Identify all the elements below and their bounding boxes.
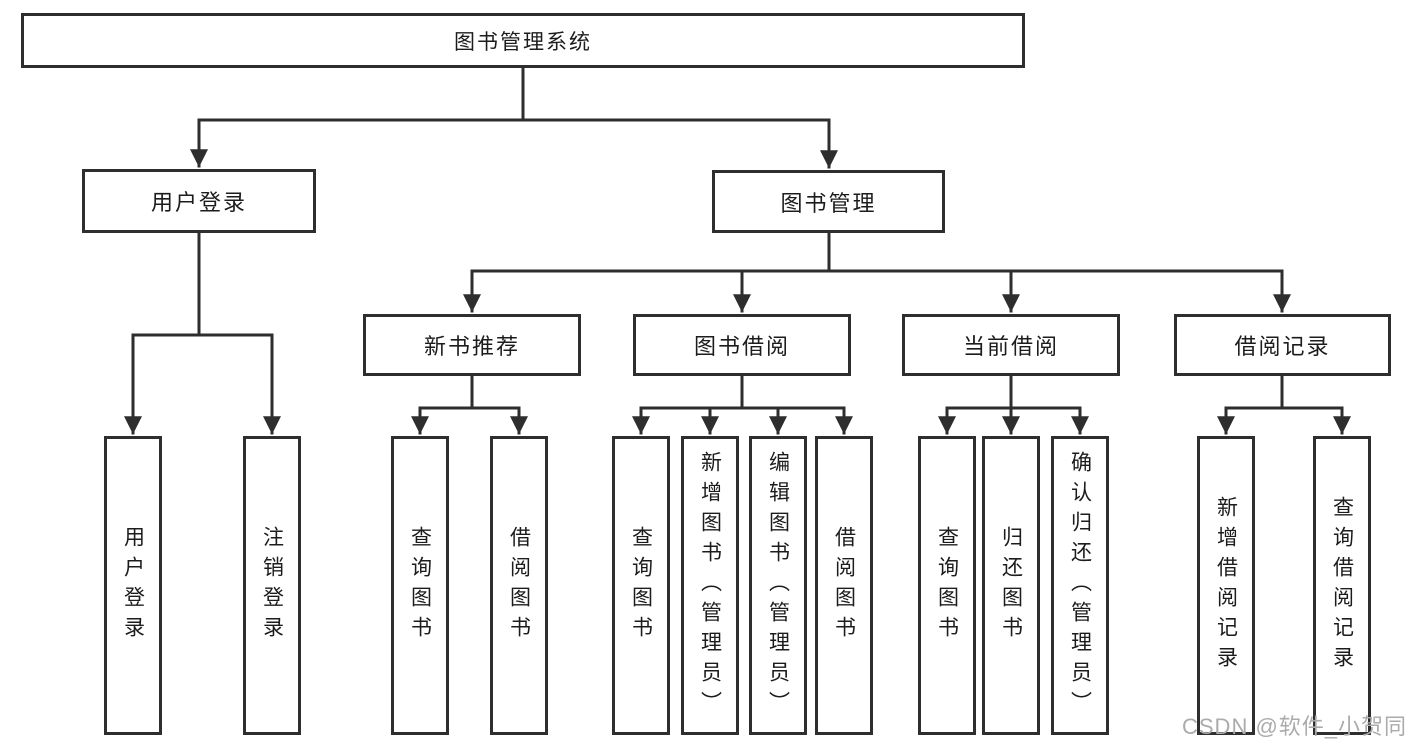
node-label: 新书推荐: [423, 334, 520, 359]
node-label: 图书借阅: [693, 334, 790, 359]
leaf-query-books-current: 查询图书: [918, 436, 976, 735]
node-label: 编辑图书（管理员）: [766, 450, 790, 721]
node-borrow-records: 借阅记录: [1174, 314, 1391, 376]
node-label: 注销登录: [260, 525, 284, 646]
leaf-logout: 注销登录: [243, 436, 301, 735]
node-label: 查询图书: [629, 525, 653, 646]
csdn-watermark: CSDN @软件_小贺同学: [1182, 714, 1405, 739]
leaf-return-books: 归还图书: [982, 436, 1040, 735]
node-label: 借阅图书: [507, 525, 531, 646]
leaf-edit-books-admin: 编辑图书（管理员）: [749, 436, 807, 735]
node-label: 借阅记录: [1234, 334, 1331, 359]
node-label: 查询图书: [935, 525, 959, 646]
node-label: 图书管理: [780, 190, 877, 216]
node-label: 确认归还（管理员）: [1068, 450, 1092, 721]
node-label: 查询借阅记录: [1330, 495, 1354, 676]
connector-root-to-level2: [190, 66, 838, 169]
leaf-borrow-books-recommend: 借阅图书: [490, 436, 548, 735]
node-label: 查询图书: [408, 525, 432, 646]
leaf-confirm-return-admin: 确认归还（管理员）: [1051, 436, 1109, 735]
node-book-borrowing: 图书借阅: [633, 314, 851, 376]
node-label: 图书管理系统: [454, 30, 592, 54]
node-label: 用户登录: [121, 525, 145, 646]
node-book-management: 图书管理: [712, 170, 945, 233]
node-label: 用户登录: [150, 190, 247, 215]
leaf-user-login: 用户登录: [104, 436, 162, 735]
node-label: 当前借阅: [962, 334, 1059, 359]
node-label: 新增借阅记录: [1214, 495, 1238, 676]
node-library-management-system: 图书管理系统: [21, 13, 1025, 68]
node-new-book-recommend: 新书推荐: [363, 314, 581, 376]
leaf-query-books-recommend: 查询图书: [391, 436, 449, 735]
node-current-borrowing: 当前借阅: [902, 314, 1120, 376]
node-user-login: 用户登录: [82, 169, 316, 233]
leaf-query-borrow-record: 查询借阅记录: [1313, 436, 1371, 735]
leaf-add-books-admin: 新增图书（管理员）: [681, 436, 739, 735]
connector-book-borrow-children: [632, 374, 853, 435]
connector-new-book-children: [411, 374, 528, 435]
connector-borrow-record-children: [1217, 374, 1351, 435]
leaf-query-books-borrowing: 查询图书: [612, 436, 670, 735]
leaf-borrow-books: 借阅图书: [815, 436, 873, 735]
node-label: 借阅图书: [832, 525, 856, 646]
node-label: 归还图书: [999, 525, 1023, 646]
connector-user-login-children: [124, 231, 281, 435]
node-label: 新增图书（管理员）: [698, 450, 722, 721]
connector-current-borrow-children: [938, 374, 1089, 435]
connector-book-management-children: [463, 231, 1291, 313]
leaf-add-borrow-record: 新增借阅记录: [1197, 436, 1255, 735]
